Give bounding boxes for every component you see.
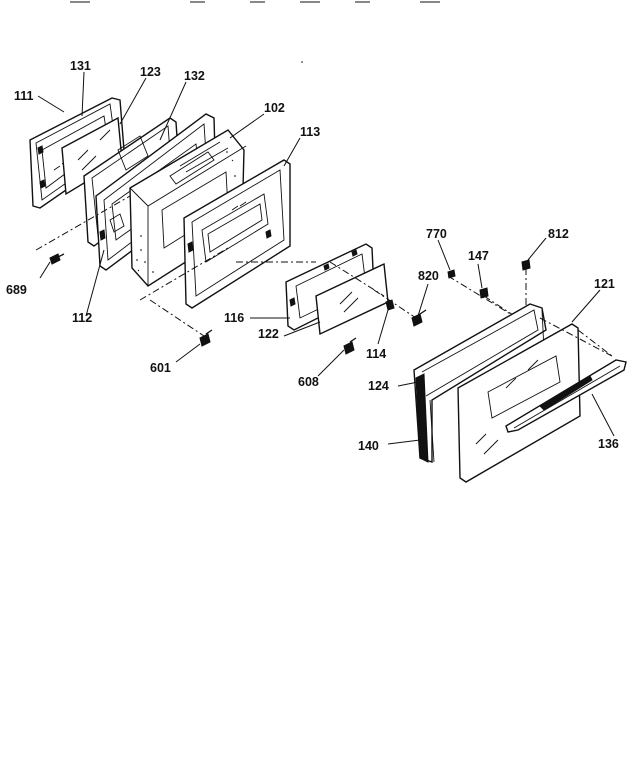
label-608: 608 bbox=[298, 375, 319, 389]
part-136-door-handle bbox=[505, 359, 627, 433]
label-147: 147 bbox=[468, 249, 489, 263]
label-812: 812 bbox=[548, 227, 569, 241]
part-labels: 111 131 123 132 102 113 689 112 116 601 … bbox=[6, 59, 619, 453]
label-770: 770 bbox=[426, 227, 447, 241]
part-689-screw bbox=[49, 253, 65, 265]
label-116: 116 bbox=[224, 311, 244, 325]
part-770-fastener bbox=[447, 269, 456, 279]
part-608-screw bbox=[343, 337, 357, 355]
label-112: 112 bbox=[72, 311, 92, 325]
part-147-fastener bbox=[479, 287, 489, 299]
label-111: 111 bbox=[14, 89, 34, 103]
label-123: 123 bbox=[140, 65, 161, 79]
leader-lines bbox=[37, 71, 615, 445]
label-114: 114 bbox=[366, 347, 386, 361]
part-114-clip bbox=[385, 299, 395, 311]
label-122: 122 bbox=[258, 327, 279, 341]
label-689: 689 bbox=[6, 283, 27, 297]
stray-dot bbox=[301, 61, 303, 63]
alignment-lines-left bbox=[35, 195, 316, 337]
label-820: 820 bbox=[418, 269, 439, 283]
part-812-screw bbox=[521, 259, 531, 271]
label-121: 121 bbox=[594, 277, 615, 291]
label-132: 132 bbox=[184, 69, 205, 83]
label-140: 140 bbox=[358, 439, 379, 453]
part-113-inner-panel bbox=[183, 159, 291, 309]
label-124: 124 bbox=[368, 379, 389, 393]
part-102-insulation-box bbox=[129, 129, 247, 287]
part-121-front-glass bbox=[457, 323, 581, 483]
label-102: 102 bbox=[264, 101, 285, 115]
label-113: 113 bbox=[300, 125, 320, 139]
part-601-screw bbox=[199, 329, 213, 347]
alignment-lines-right bbox=[539, 317, 613, 357]
label-601: 601 bbox=[150, 361, 171, 375]
label-131: 131 bbox=[70, 59, 91, 73]
label-136: 136 bbox=[598, 437, 619, 451]
